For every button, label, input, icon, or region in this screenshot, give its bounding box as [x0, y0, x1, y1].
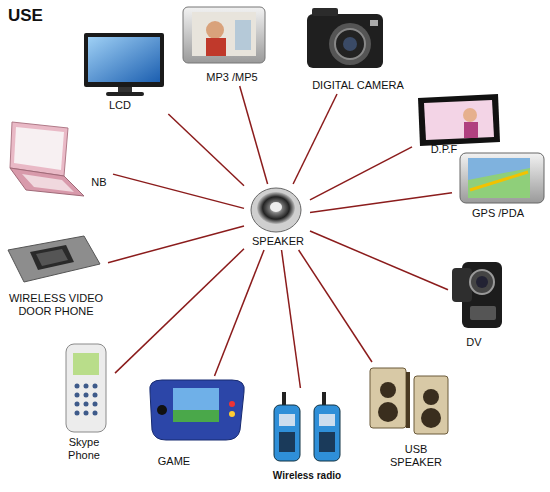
hub-node: SPEAKER — [244, 184, 310, 250]
device-label: WIRELESS VIDEO DOOR PHONE — [8, 292, 104, 318]
device-label: LCD — [109, 99, 131, 112]
notebook — [10, 122, 84, 196]
speaker-unit — [251, 188, 301, 232]
device-node: MP3 /MP5 — [178, 4, 278, 86]
connector-line — [310, 193, 452, 213]
device-label: Skype Phone — [63, 436, 105, 462]
device-label: Wireless radio — [273, 469, 341, 482]
connector-line — [293, 94, 337, 184]
device-node: WIRELESS VIDEO DOOR PHONE — [2, 232, 108, 322]
walkie-talkies — [274, 392, 340, 461]
device-node: Wireless radio — [262, 388, 352, 484]
device-node: GPS /PDA — [452, 150, 548, 222]
device-node: D.P.F — [412, 90, 504, 156]
usb-speakers — [370, 368, 448, 434]
device-label: GPS /PDA — [472, 207, 524, 220]
device-node: DIGITAL CAMERA — [300, 4, 418, 94]
connector-line — [168, 114, 244, 186]
skype-phone — [66, 344, 106, 432]
device-label: USB SPEAKER — [386, 443, 446, 469]
device-label: D.P.F — [431, 143, 458, 156]
door-phone — [8, 236, 100, 282]
connector-line — [214, 250, 264, 376]
handheld-game — [150, 380, 245, 440]
gps-device — [460, 153, 544, 203]
device-label: SPEAKER — [252, 235, 304, 248]
device-label: DIGITAL CAMERA — [312, 79, 404, 92]
device-label: DV — [466, 336, 481, 349]
digital-camera — [307, 8, 383, 68]
camcorder — [452, 262, 502, 328]
connector-line — [282, 250, 301, 388]
device-label: MP3 /MP5 — [206, 71, 257, 84]
lcd-monitor — [84, 33, 164, 96]
device-label: NB — [91, 176, 106, 189]
device-node: USB SPEAKER — [362, 362, 454, 472]
device-node: GAME — [142, 376, 250, 470]
device-label: GAME — [158, 455, 190, 468]
connector-line — [113, 174, 244, 208]
device-node: DV — [448, 255, 510, 351]
connector-line — [108, 226, 244, 263]
connector-line — [299, 250, 372, 362]
device-node: LCD — [78, 30, 170, 114]
connector-line — [240, 86, 268, 184]
photo-frame — [418, 94, 500, 146]
mp5-player — [183, 7, 265, 63]
device-node: Skype Phone — [55, 340, 115, 464]
connector-line — [115, 249, 244, 373]
device-node: NB — [5, 118, 113, 202]
connector-line — [310, 147, 412, 200]
connector-line — [310, 231, 448, 290]
diagram-title: USE — [8, 6, 43, 26]
